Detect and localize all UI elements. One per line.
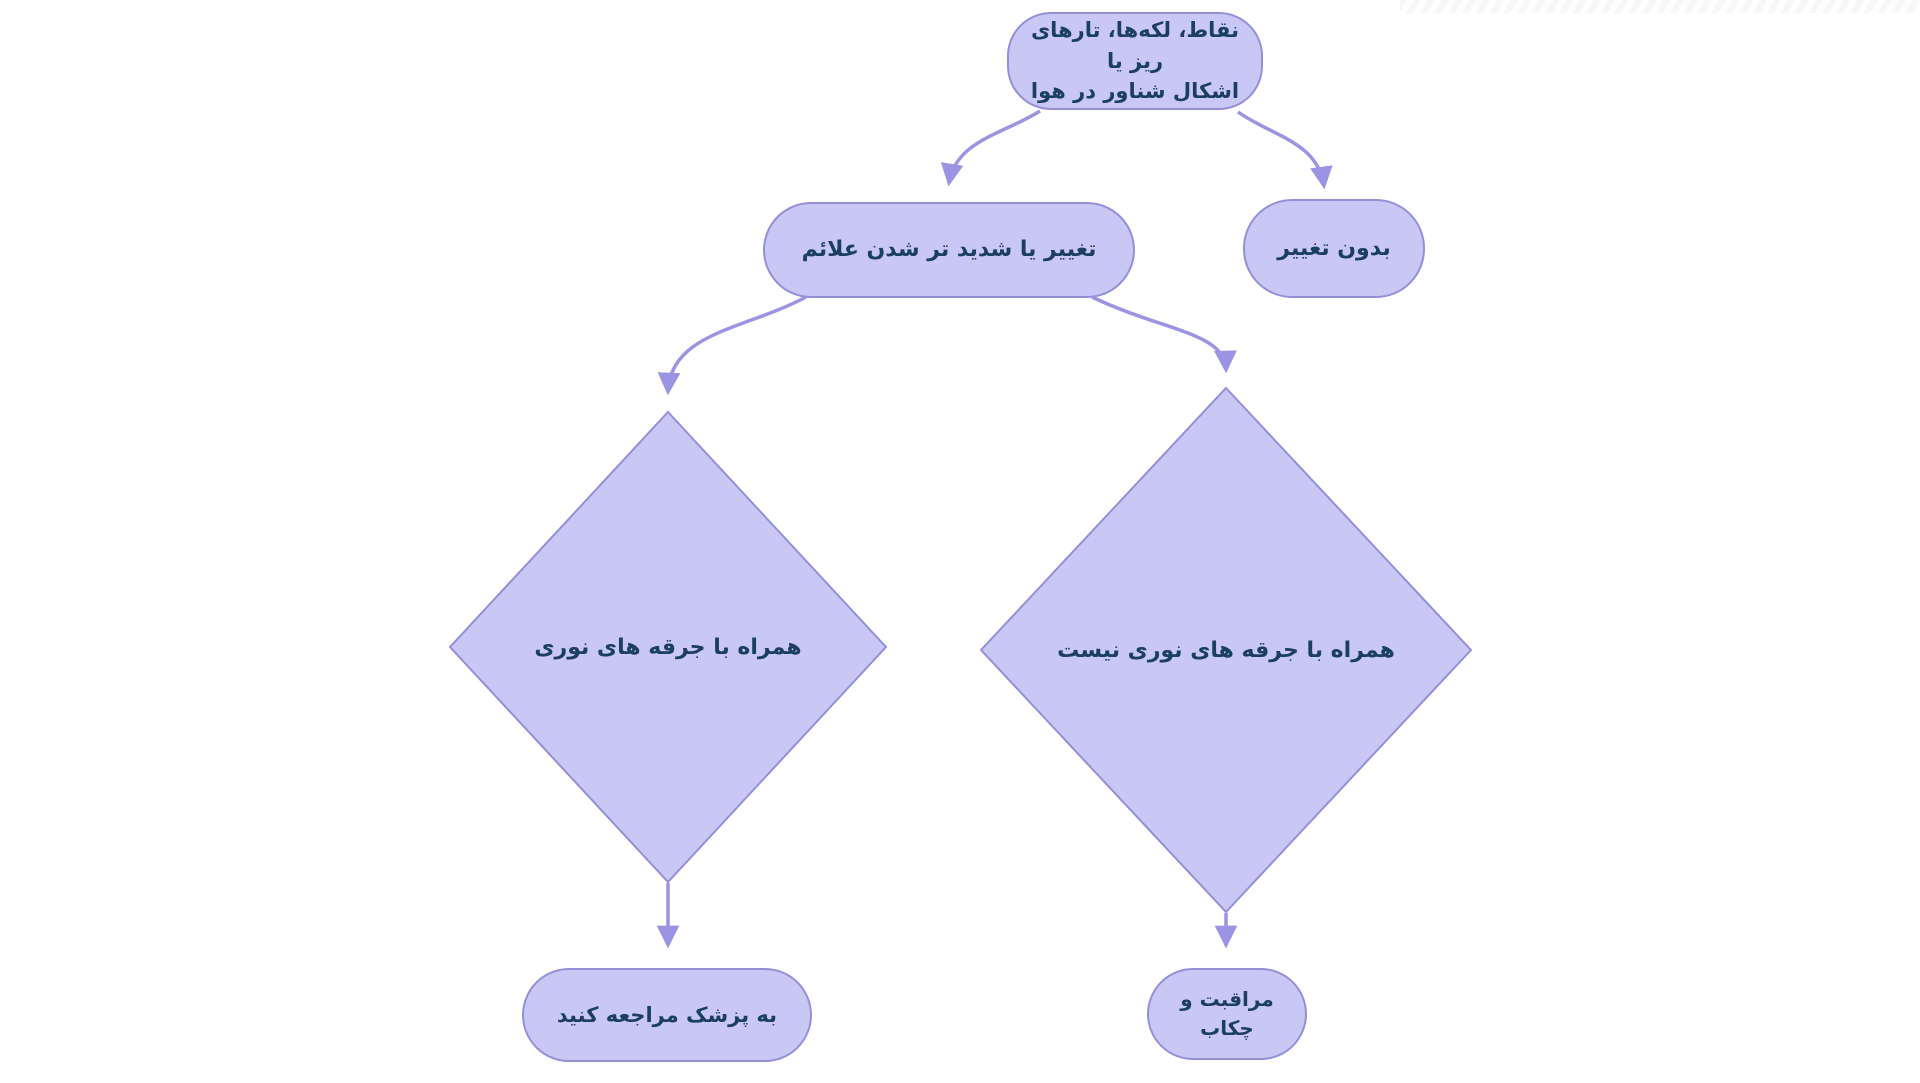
node-see-doctor: به پزشک مراجعه کنید [522, 968, 812, 1062]
diamond-without-flashes-shape [979, 386, 1473, 914]
edge-changed-to-without-flashes [1091, 295, 1237, 374]
node-symptoms-changed: تغییر یا شدید تر شدن علائم [763, 202, 1135, 298]
diamond-with-flashes: همراه با جرقه های نوری [518, 617, 818, 677]
node-care-checkup-label: مراقبت و چکاب [1180, 987, 1274, 1040]
diamond-without-flashes-label: همراه با جرقه های نوری نیست [1057, 637, 1395, 663]
edge-root-to-no-change [1236, 110, 1333, 190]
node-see-doctor-label: به پزشک مراجعه کنید [556, 1002, 778, 1027]
diamond-with-flashes-label: همراه با جرقه های نوری [534, 634, 802, 660]
node-no-change-label: بدون تغییر [1277, 235, 1391, 261]
node-symptoms-root-label: نقاط، لکه‌ها، تارهای ریز یا اشکال شناور … [1030, 18, 1240, 104]
diamond-with-flashes-shape [448, 410, 888, 884]
edge-changed-to-with-flashes [657, 295, 807, 396]
edge-root-to-changed [940, 109, 1041, 187]
node-no-change: بدون تغییر [1243, 199, 1425, 298]
top-edge-texture [1400, 0, 1920, 13]
diamond-without-flashes: همراه با جرقه های نوری نیست [1046, 620, 1406, 680]
node-care-checkup: مراقبت و چکاب [1147, 968, 1307, 1060]
node-symptoms-root: نقاط، لکه‌ها، تارهای ریز یا اشکال شناور … [1007, 12, 1263, 110]
node-symptoms-changed-label: تغییر یا شدید تر شدن علائم [801, 237, 1097, 263]
